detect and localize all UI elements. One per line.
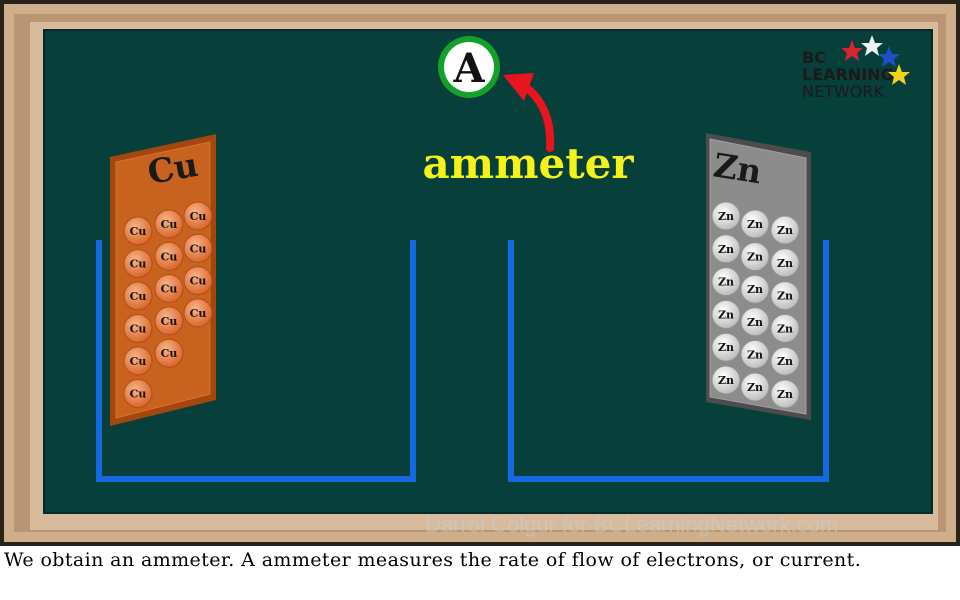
zinc-atom-label: Zn xyxy=(777,388,793,401)
zinc-atom-label: Zn xyxy=(747,381,763,394)
ammeter-symbol: A xyxy=(452,45,485,92)
blue-star-icon xyxy=(878,46,900,67)
copper-atom-label: Cu xyxy=(130,225,147,238)
copper-atom: Cu xyxy=(183,298,213,328)
zinc-atom: Zn xyxy=(770,248,800,278)
copper-atom-label: Cu xyxy=(130,323,147,336)
zinc-atom-label: Zn xyxy=(747,316,763,329)
zinc-atom-label: Zn xyxy=(777,257,793,270)
zinc-atom-label: Zn xyxy=(747,348,763,361)
zinc-atom: Zn xyxy=(711,365,741,395)
copper-atom: Cu xyxy=(154,338,184,368)
copper-atom: Cu xyxy=(154,209,184,239)
zinc-atom-label: Zn xyxy=(747,283,763,296)
zinc-atom-label: Zn xyxy=(777,355,793,368)
zinc-atom: Zn xyxy=(711,267,741,297)
copper-atom: Cu xyxy=(183,233,213,263)
white-star-icon xyxy=(861,35,883,56)
copper-atom: Cu xyxy=(123,216,153,246)
zinc-atom-label: Zn xyxy=(718,243,734,256)
zinc-atom: Zn xyxy=(770,346,800,376)
copper-atom-label: Cu xyxy=(161,218,178,231)
copper-atom-label: Cu xyxy=(130,355,147,368)
logo-line-3: NETWORK xyxy=(802,82,884,101)
copper-atom: Cu xyxy=(154,306,184,336)
copper-atom-label: Cu xyxy=(161,283,178,296)
bc-learning-network-logo: BC LEARNING NETWORK xyxy=(802,35,910,101)
caption-text: We obtain an ammeter. A ammeter measures… xyxy=(4,549,862,571)
copper-atom-label: Cu xyxy=(190,242,207,255)
ammeter-meter[interactable]: A xyxy=(438,36,500,98)
copper-atom: Cu xyxy=(183,266,213,296)
yellow-star-icon xyxy=(888,64,910,85)
zinc-atom: Zn xyxy=(711,299,741,329)
logo-line-1: BC xyxy=(802,48,826,67)
zinc-atom-label: Zn xyxy=(747,251,763,264)
pointer-arrow-icon xyxy=(503,73,555,152)
zinc-atom-label: Zn xyxy=(777,290,793,303)
right-beaker xyxy=(508,240,829,482)
zinc-electrode-label: Zn xyxy=(711,145,765,191)
zinc-atom-label: Zn xyxy=(777,224,793,237)
zinc-atom: Zn xyxy=(740,339,770,369)
copper-atom: Cu xyxy=(123,379,153,408)
copper-electrode-label: Cu xyxy=(145,145,201,192)
left-beaker xyxy=(96,240,416,482)
logo-line-2: LEARNING xyxy=(802,65,894,84)
zinc-atom: Zn xyxy=(740,274,770,304)
zinc-atom: Zn xyxy=(740,209,770,239)
copper-atom-label: Cu xyxy=(130,388,147,401)
zinc-atom: Zn xyxy=(740,242,770,272)
copper-atom-label: Cu xyxy=(130,290,147,303)
ammeter-label: ammeter xyxy=(422,139,634,188)
copper-atom: Cu xyxy=(154,274,184,304)
zinc-atom: Zn xyxy=(770,313,800,343)
zinc-atom-label: Zn xyxy=(718,276,734,289)
zinc-atom-label: Zn xyxy=(747,218,763,231)
copper-atom: Cu xyxy=(183,201,213,231)
copper-atom-label: Cu xyxy=(161,315,178,328)
copper-atom-label: Cu xyxy=(190,210,207,223)
zinc-atom-label: Zn xyxy=(718,341,734,354)
watermark: Darrol Colgur for BCLearningNetwork.com xyxy=(425,512,838,537)
zinc-atom: Zn xyxy=(740,307,770,337)
copper-atom-label: Cu xyxy=(190,307,207,320)
zinc-atom-label: Zn xyxy=(718,308,734,321)
copper-atom-label: Cu xyxy=(130,258,147,271)
zinc-atom: Zn xyxy=(711,332,741,362)
zinc-atom: Zn xyxy=(711,234,741,264)
copper-atom-label: Cu xyxy=(161,250,178,263)
zinc-atom: Zn xyxy=(740,372,770,402)
copper-atom: Cu xyxy=(123,249,153,278)
zinc-atom-label: Zn xyxy=(777,322,793,335)
zinc-atom: Zn xyxy=(711,201,741,231)
copper-atom: Cu xyxy=(154,241,184,271)
zinc-atom-label: Zn xyxy=(718,210,734,223)
zinc-atom-label: Zn xyxy=(718,374,734,387)
copper-atom: Cu xyxy=(123,346,153,376)
copper-atom-label: Cu xyxy=(161,347,178,360)
zinc-atom: Zn xyxy=(770,379,800,409)
copper-atom: Cu xyxy=(123,281,153,311)
zinc-atom: Zn xyxy=(770,215,800,245)
red-star-icon xyxy=(841,40,863,61)
copper-atom-label: Cu xyxy=(190,275,207,288)
copper-atom: Cu xyxy=(123,314,153,343)
zinc-atom: Zn xyxy=(770,281,800,311)
